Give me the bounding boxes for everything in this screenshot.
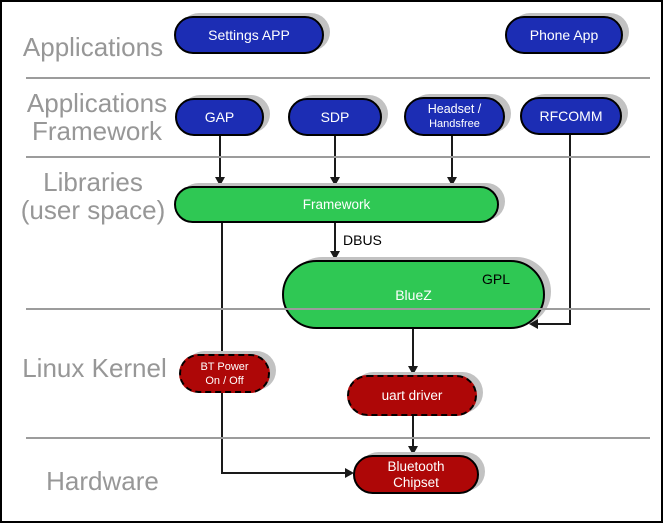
row-label-line: Linux Kernel xyxy=(22,353,167,383)
node-label: SDP xyxy=(320,109,350,125)
node-sdp: SDP xyxy=(288,98,382,136)
node-rfcomm: RFCOMM xyxy=(520,97,622,135)
arrowhead-framework-to-bluez xyxy=(330,251,340,260)
arrowhead-sdp-to-framework xyxy=(330,177,340,186)
row-label-line: Hardware xyxy=(46,466,159,496)
node-label-line: On / Off xyxy=(205,374,244,387)
connector-framework-to-chipset-vertical xyxy=(221,222,223,474)
node-label: RFCOMM xyxy=(539,108,603,124)
row-label-line: Libraries xyxy=(43,167,143,197)
row-label-line: (user space) xyxy=(20,195,166,225)
node-bluetooth-chipset: Bluetooth Chipset xyxy=(353,455,479,494)
node-label-line: Chipset xyxy=(393,474,439,490)
connector-rfcomm-to-bluez-horizontal xyxy=(536,323,571,325)
connector-bluez-to-uart xyxy=(412,329,414,369)
divider-libraries-kernel xyxy=(26,308,650,310)
node-label-line: BT Power xyxy=(200,360,249,373)
row-label-applications: Applications xyxy=(12,33,174,61)
node-label-line: Bluetooth xyxy=(387,458,445,474)
node-label: Phone App xyxy=(529,27,599,43)
divider-framework-libraries xyxy=(26,156,650,158)
node-framework: Framework xyxy=(174,186,499,223)
arrowhead-uart-to-chipset xyxy=(408,446,418,455)
node-settings-app: Settings APP xyxy=(174,16,324,54)
dbus-label: DBUS xyxy=(343,232,382,248)
row-label-line: Applications xyxy=(22,32,164,62)
node-bt-power: BT Power On / Off xyxy=(179,354,270,393)
arrowhead-bluez-to-uart xyxy=(408,366,418,375)
row-label-linux-kernel: Linux Kernel xyxy=(12,354,177,382)
node-label-line: Handsfree xyxy=(429,118,480,130)
row-label-line: Applications xyxy=(26,88,168,118)
node-label: uart driver xyxy=(381,387,443,403)
arrowhead-into-bluez-right xyxy=(529,319,538,329)
node-uart-driver: uart driver xyxy=(347,375,477,416)
connector-framework-to-chipset-horizontal xyxy=(221,472,347,474)
node-headset-handsfree: Headset / Handsfree xyxy=(404,97,505,136)
node-label: Framework xyxy=(302,196,371,212)
arrowhead-headset-to-framework xyxy=(447,177,457,186)
arrowhead-into-chipset-left xyxy=(345,468,354,478)
node-bluez: GPL BlueZ xyxy=(282,260,545,329)
connector-framework-to-bluez-dbus xyxy=(334,222,336,254)
connector-rfcomm-to-bluez-vertical xyxy=(569,135,571,325)
row-label-hardware: Hardware xyxy=(20,467,185,495)
node-label-line: Headset / xyxy=(427,102,482,116)
node-gap: GAP xyxy=(175,98,264,136)
arrowhead-gap-to-framework xyxy=(215,177,225,186)
gpl-license-tag: GPL xyxy=(481,271,510,287)
node-label: Settings APP xyxy=(208,27,290,43)
connector-uart-to-chipset xyxy=(412,415,414,449)
row-label-libraries: Libraries (user space) xyxy=(7,168,179,224)
row-label-line: Framework xyxy=(31,116,162,146)
divider-kernel-hardware xyxy=(26,437,650,439)
row-label-applications-framework: Applications Framework xyxy=(12,89,182,145)
divider-applications-framework xyxy=(26,77,650,79)
node-label: BlueZ xyxy=(395,286,432,303)
node-label: GAP xyxy=(204,109,235,125)
node-phone-app: Phone App xyxy=(505,16,623,54)
